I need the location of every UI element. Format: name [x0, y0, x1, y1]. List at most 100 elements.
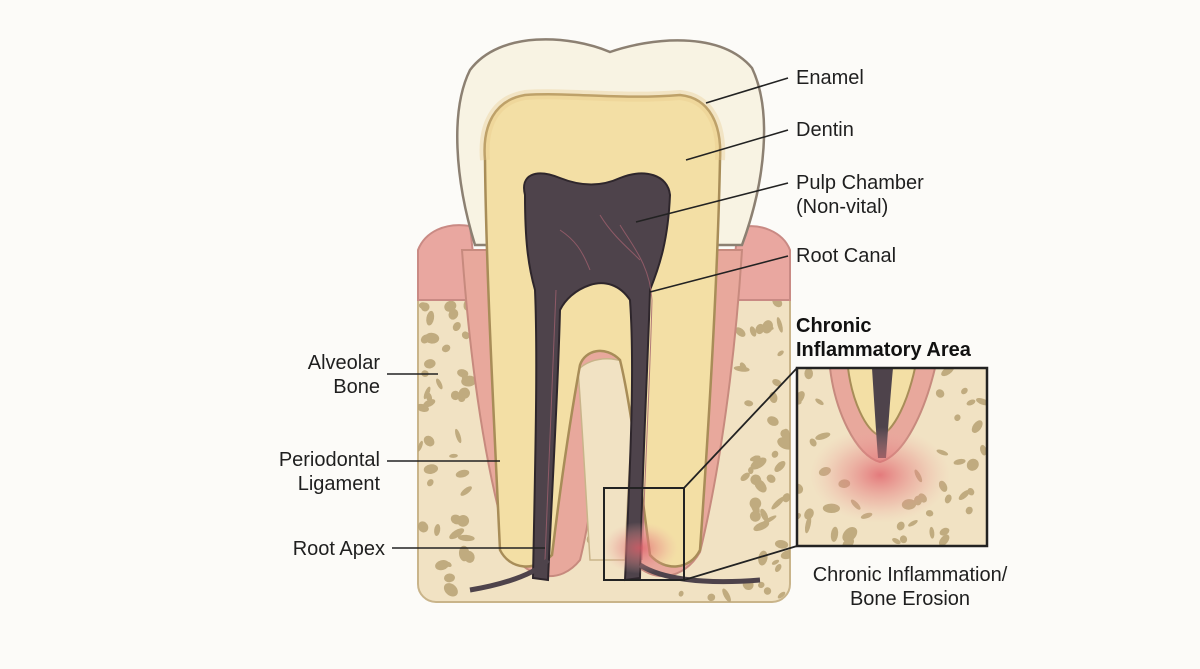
bone-pore [461, 331, 470, 340]
bone-pore [771, 559, 780, 565]
bone-pore [423, 464, 439, 474]
zoom-source-box [603, 487, 685, 581]
bone-pore [965, 506, 973, 515]
apex-inflammation [602, 522, 678, 574]
bone-pore [457, 534, 475, 542]
bone-pore [939, 534, 950, 546]
bone-pore [458, 387, 471, 399]
bone-pore [434, 524, 441, 536]
bone-pore [892, 538, 901, 545]
bone-pore [739, 362, 747, 372]
bone-pore [766, 474, 776, 483]
bone-pore [953, 458, 966, 465]
bone-pore [772, 378, 782, 387]
bone-pore [815, 398, 824, 406]
bone-pore [722, 588, 731, 602]
bone-pore [441, 344, 451, 353]
bone-pore [444, 573, 455, 583]
bone-pore [426, 310, 435, 326]
bone-pore [735, 327, 746, 337]
bone-pore [804, 368, 813, 380]
bone-pore [758, 581, 765, 589]
bone-pore [830, 526, 839, 542]
label-inset-title-line1: Chronic [796, 315, 872, 337]
bone-pore [749, 510, 761, 522]
inset-zoom [795, 366, 989, 548]
bone-pore [455, 428, 462, 444]
bone-pore [762, 320, 773, 334]
bone-pore [776, 317, 783, 333]
bone-pore [896, 521, 905, 531]
label-periodontal-line2: Ligament [297, 473, 380, 495]
bone-pore [464, 550, 475, 563]
label-root-canal: Root Canal [796, 245, 897, 267]
bone-pore [804, 508, 814, 520]
label-pulp-chamber: Pulp Chamber (Non-vital) [796, 171, 924, 219]
bone-pore [754, 479, 767, 493]
bone-pore [457, 515, 470, 527]
bone-pore [961, 387, 968, 395]
bone-pore [424, 359, 436, 369]
label-root-apex: Root Apex [292, 538, 385, 560]
bone-pore [740, 472, 750, 482]
bone-pore [707, 593, 716, 602]
bone-pore [423, 386, 431, 400]
bone-pore [971, 420, 983, 433]
bone-pore [461, 370, 467, 382]
bone-pore [763, 587, 772, 595]
bone-pore [435, 560, 450, 571]
bone-pore [444, 300, 457, 312]
bone-pore [777, 350, 784, 357]
bone-pore [752, 455, 762, 464]
bone-pore [774, 540, 789, 549]
bone-pore [815, 432, 831, 440]
bone-pore [966, 399, 976, 406]
bone-pore [418, 440, 423, 452]
bone-pore [967, 487, 975, 496]
bone-pore [771, 450, 779, 458]
bone-pore [420, 302, 430, 312]
label-periodontal-line1: Periodontal [278, 449, 380, 471]
bone-pore [929, 526, 935, 539]
bone-pore [460, 486, 472, 496]
bone-pore [944, 494, 952, 504]
bone-pore [804, 515, 812, 534]
bone-pore [797, 400, 802, 405]
bone-pore [771, 496, 785, 510]
bone-pore [777, 437, 790, 450]
bone-pore [443, 583, 458, 597]
bone-pore [423, 435, 435, 447]
label-caption-line1: Chronic Inflammation/ [812, 564, 1008, 586]
bone-pore [958, 490, 970, 500]
bone-pore [939, 527, 950, 536]
bone-pore [750, 499, 760, 516]
bone-pore [420, 334, 430, 344]
bone-pore [418, 521, 429, 533]
label-alveolar-bone-line1: Alveolar [307, 352, 380, 374]
label-inset-title-line2: Inflammatory Area [796, 339, 971, 361]
pulp-chamber [523, 172, 672, 582]
label-enamel: Enamel [796, 67, 864, 89]
label-inset-title: Chronic Inflammatory Area [796, 314, 971, 362]
bone-pore [450, 390, 460, 401]
bone-pore [449, 528, 465, 540]
label-dentin: Dentin [796, 119, 854, 141]
label-caption-line2: Bone Erosion [849, 588, 971, 610]
bone-pore [782, 493, 790, 503]
bone-pore [427, 479, 434, 487]
bone-pore [966, 458, 979, 471]
bone-pore [797, 391, 805, 406]
bone-pore [761, 515, 777, 525]
bone-pore [842, 526, 858, 543]
label-pulp-chamber-line1: Pulp Chamber [796, 172, 924, 194]
bone-pore [777, 591, 786, 599]
bone-pore [954, 414, 961, 422]
bone-pore [908, 520, 918, 527]
bone-pore [925, 510, 934, 517]
label-alveolar-bone: Alveolar Bone [260, 351, 380, 399]
bone-pore [774, 563, 782, 573]
bone-pore [774, 460, 786, 473]
bone-pore [767, 416, 779, 426]
bone-pore [452, 321, 461, 332]
